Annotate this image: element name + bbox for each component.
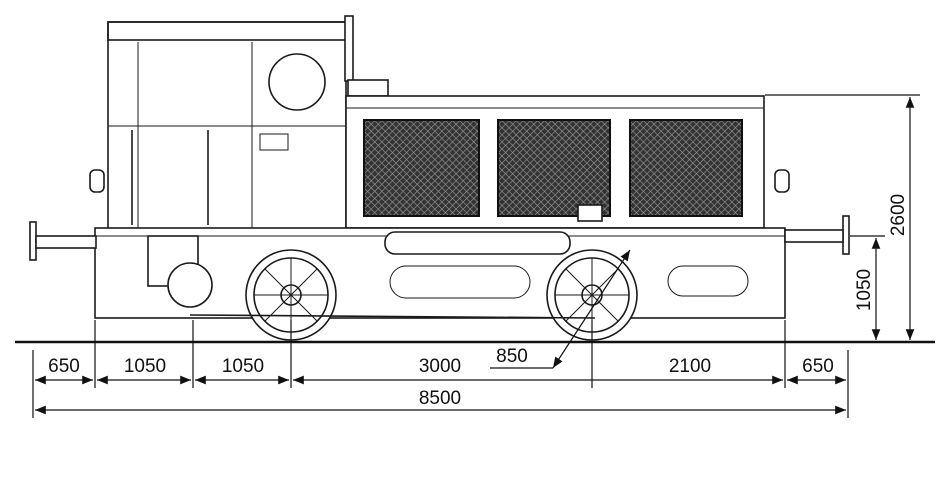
dim-overall-height: 2600 [888,194,909,236]
hood-grille-3 [629,119,743,217]
dim-overhang-2: 1050 [222,356,264,377]
dim-buffer-left: 650 [48,356,80,377]
exhaust-pipe [344,15,354,82]
dim-overhang-1: 1050 [124,356,166,377]
gear-housing [167,262,213,308]
frame-cutout-1 [389,265,531,299]
coupling-rod [189,314,596,319]
lamp-right [774,169,790,193]
dim-buffer-height: 1050 [854,269,875,311]
lamp-left [89,169,105,193]
cab-round-window [268,53,326,111]
hood-grille-1 [363,119,480,217]
hood-grille-2 [497,119,611,217]
buffer-left [29,221,97,261]
dimensions [32,94,920,418]
dim-wheelbase: 3000 [419,356,461,377]
air-tank [384,231,571,255]
frame-cutout-2 [667,265,749,297]
buffer-right [784,215,850,255]
dim-wheel-diameter: 850 [496,346,528,367]
dim-overall-length: 8500 [419,388,461,409]
locomotive [29,15,850,341]
dim-rear-overhang: 2100 [669,356,711,377]
dim-buffer-right: 650 [802,356,834,377]
cab-plate [259,133,289,151]
